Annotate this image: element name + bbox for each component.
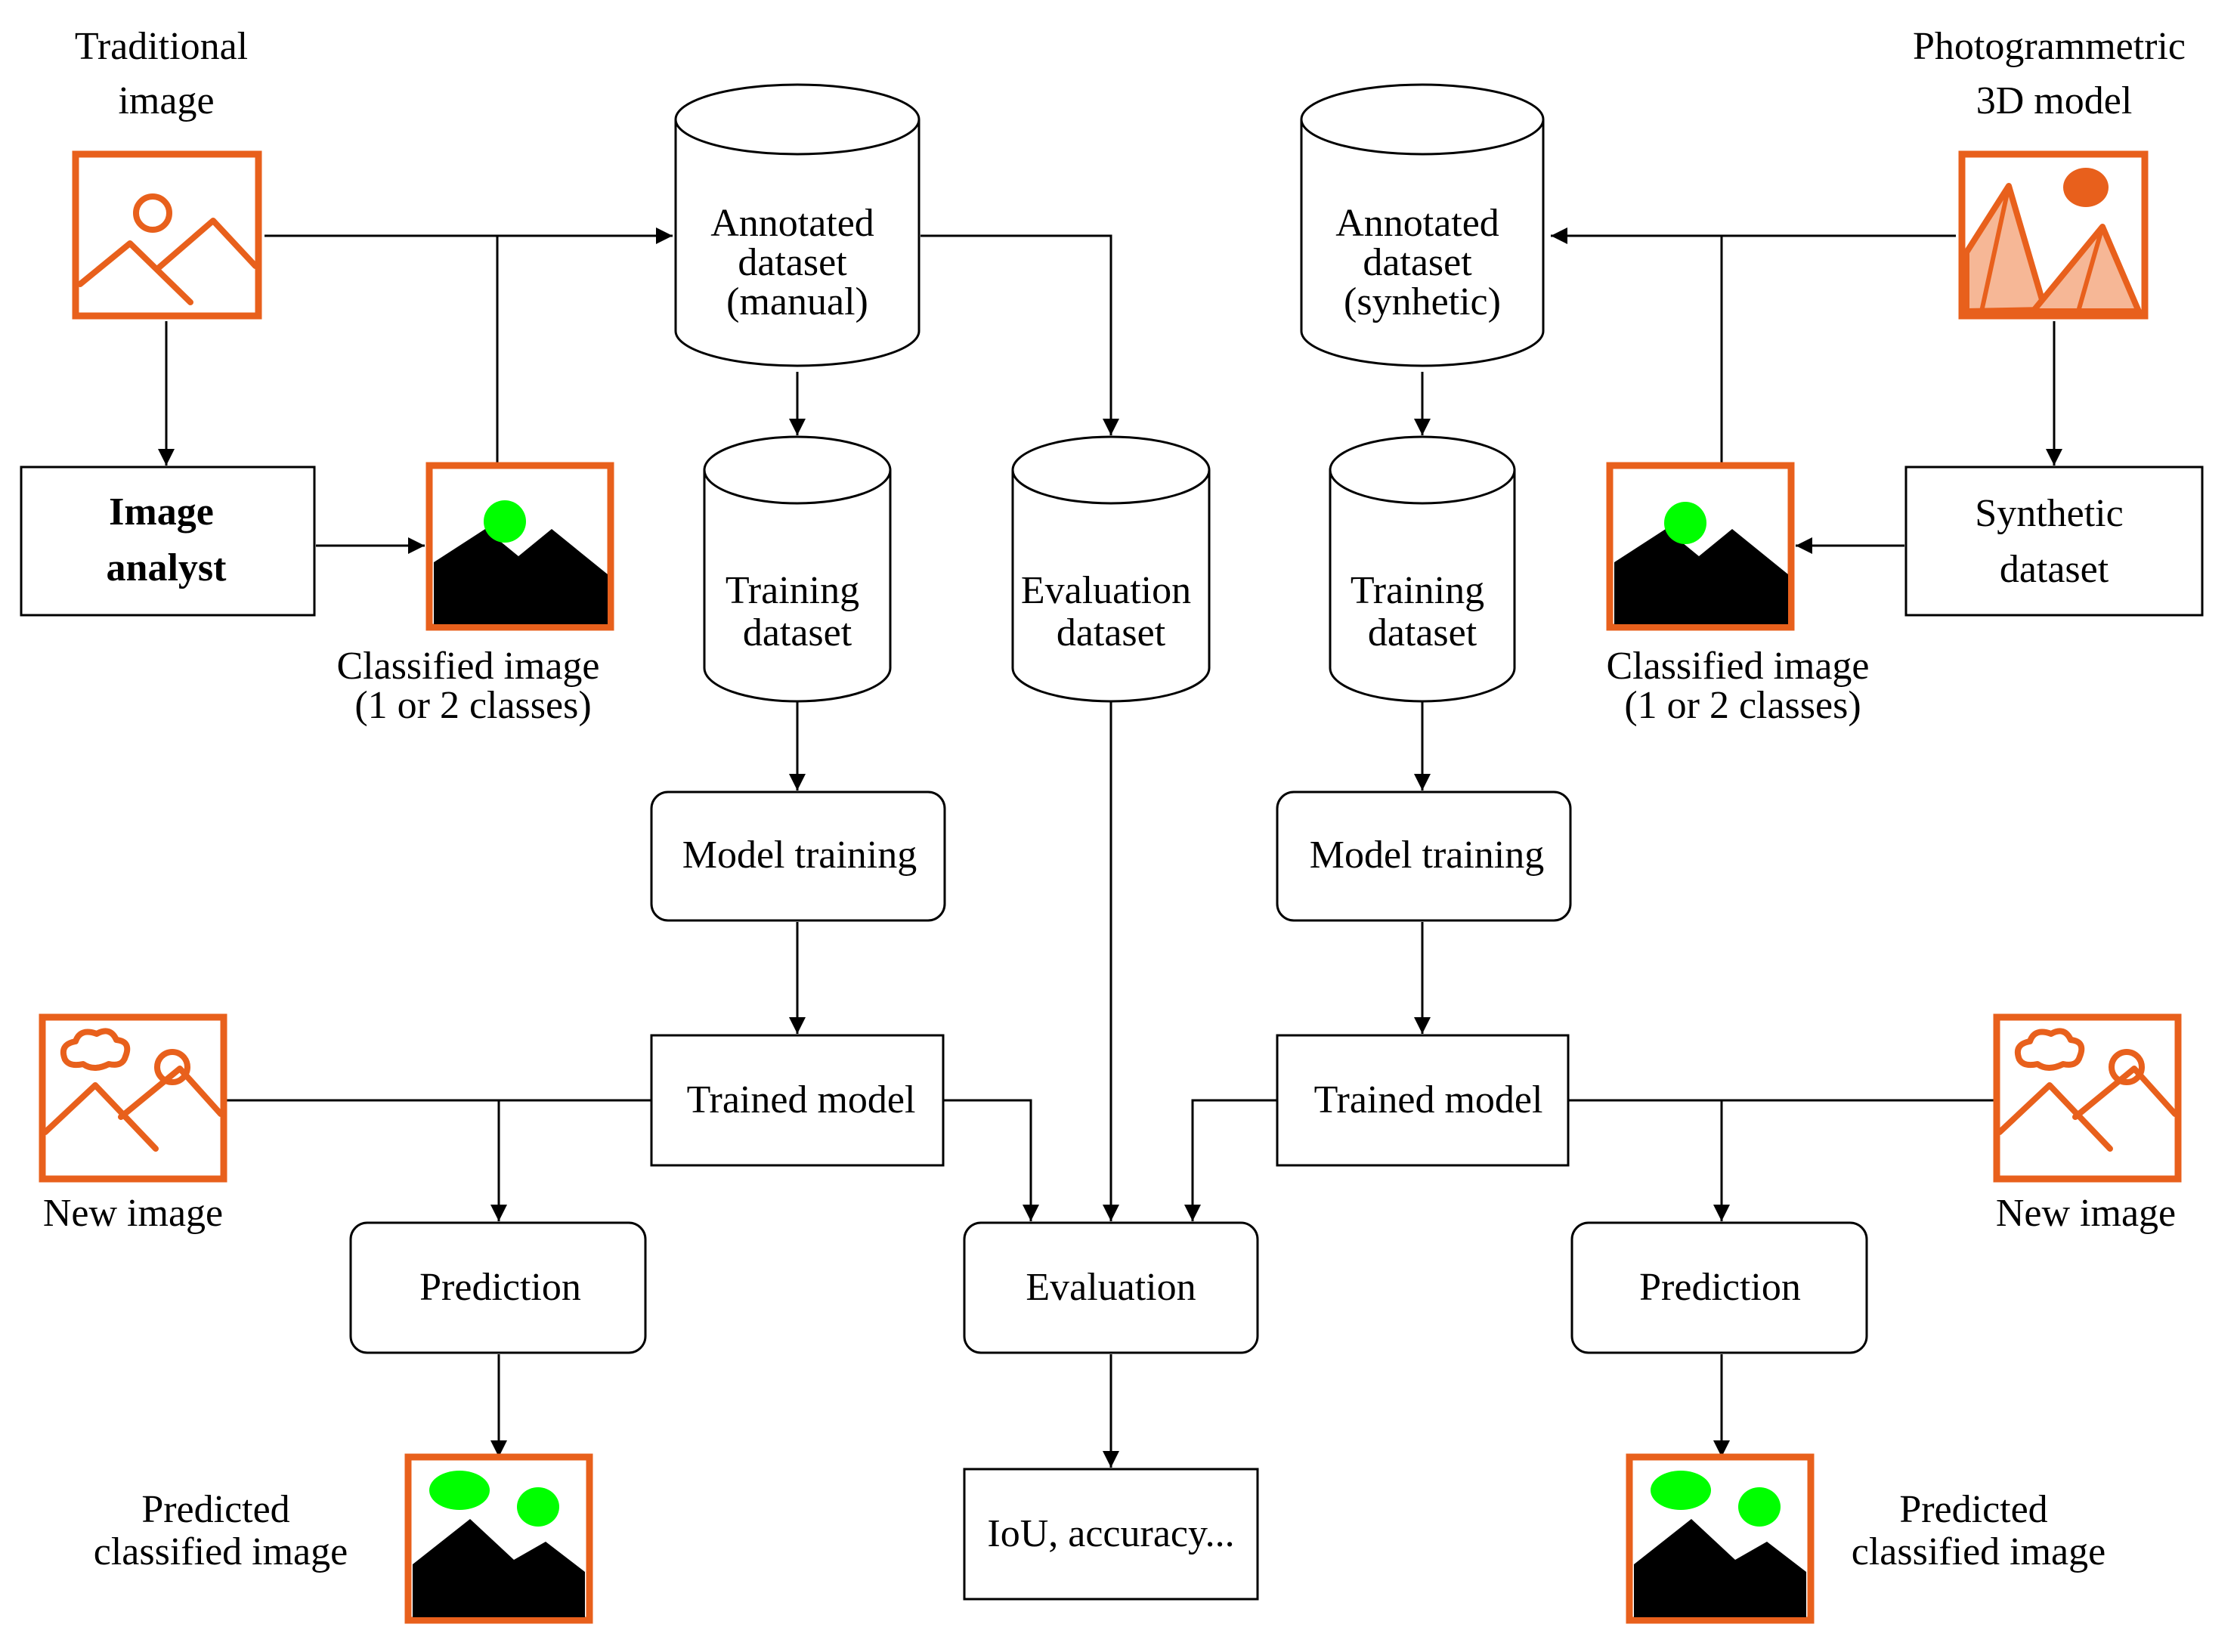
header-photogrammetric-model: Photogrammetric 3D model — [1913, 25, 2195, 122]
model-training-right: Model training — [1276, 790, 1572, 922]
new-image-icon — [1993, 1013, 2182, 1183]
metrics-box: IoU, accuracy... — [963, 1468, 1259, 1601]
caption-classified-image-right: Classified image (1 or 2 classes) — [1606, 645, 1879, 727]
svg-text:Evaluation dataset: Evaluation dataset — [1021, 569, 1201, 654]
svg-text:Annotated dataset: Annotated dataset (manual) — [710, 202, 884, 323]
svg-text:Evaluation: Evaluation — [1026, 1266, 1196, 1309]
svg-text:Model training: Model training — [682, 834, 917, 877]
3d-model-icon — [1958, 150, 2149, 320]
trained-model-left: Trained model — [650, 1034, 945, 1167]
evaluation-dataset: Evaluation dataset — [1011, 435, 1211, 703]
svg-text:Annotated dataset: Annotated dataset (synhetic) — [1335, 202, 1509, 323]
image-analyst-box: Image analyst — [20, 466, 316, 617]
svg-text:Trained model: Trained model — [687, 1078, 916, 1121]
header-traditional-image: Traditional image — [75, 25, 258, 122]
caption-predicted-left: Predicted classified image — [94, 1488, 348, 1573]
svg-text:Training dataset: Training dataset — [1351, 569, 1494, 654]
classified-image-icon — [425, 462, 614, 631]
caption-new-image-right: New image — [1996, 1192, 2176, 1235]
edge-trained-left-to-evaluation — [943, 1099, 1039, 1221]
new-image-icon — [39, 1013, 227, 1183]
svg-text:Prediction: Prediction — [419, 1266, 581, 1309]
svg-text:Synthetic dataset: Synthetic dataset — [1975, 492, 2133, 591]
svg-text:Training dataset: Training dataset — [726, 569, 869, 654]
training-dataset-left: Training dataset — [703, 435, 892, 703]
caption-predicted-right: Predicted classified image — [1852, 1488, 2106, 1573]
predicted-classified-image-icon — [1626, 1453, 1815, 1624]
caption-classified-image-left: Classified image (1 or 2 classes) — [336, 645, 609, 727]
annotated-dataset-synthetic: Annotated dataset (synhetic) — [1300, 83, 1545, 367]
svg-text:Trained model: Trained model — [1314, 1078, 1543, 1121]
model-training-left: Model training — [650, 790, 946, 922]
svg-text:Image analyst: Image analyst — [107, 490, 227, 589]
trained-model-right: Trained model — [1276, 1034, 1570, 1167]
training-dataset-right: Training dataset — [1329, 435, 1516, 703]
prediction-left: Prediction — [349, 1221, 647, 1354]
classified-image-icon — [1606, 462, 1795, 631]
svg-text:Prediction: Prediction — [1639, 1266, 1801, 1309]
caption-new-image-left: New image — [43, 1192, 223, 1235]
annotated-dataset-manual: Annotated dataset (manual) — [674, 83, 920, 367]
synthetic-dataset-box: Synthetic dataset — [1904, 466, 2204, 617]
predicted-classified-image-icon — [404, 1453, 593, 1624]
landscape-image-icon — [72, 150, 262, 320]
edge-trained-right-to-evaluation — [1184, 1099, 1277, 1221]
prediction-right: Prediction — [1570, 1221, 1868, 1354]
connectors — [158, 227, 2062, 1468]
edge-annotated-to-evaluation-dataset — [920, 234, 1119, 435]
evaluation-box: Evaluation — [963, 1221, 1259, 1354]
svg-text:Model training: Model training — [1310, 834, 1545, 877]
svg-text:IoU, accuracy...: IoU, accuracy... — [987, 1512, 1234, 1555]
